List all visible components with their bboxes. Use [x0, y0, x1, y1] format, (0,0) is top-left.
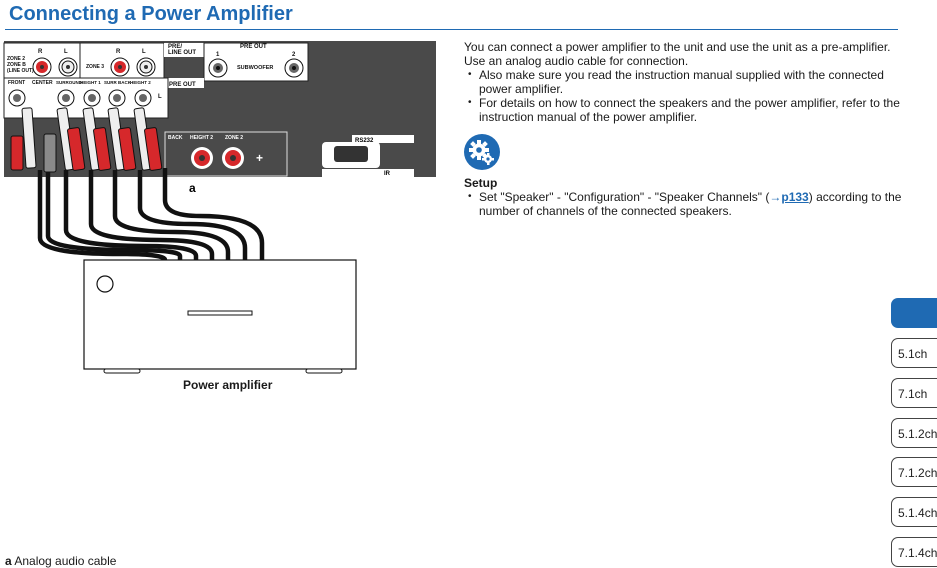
notes-list: Also make sure you read the instruction … — [464, 68, 904, 124]
arrow-icon: → — [769, 190, 782, 204]
label-zone2b: ZONE 2 — [225, 135, 243, 141]
side-tab-5-1ch[interactable]: 5.1ch — [891, 338, 937, 368]
intro-line-2: Use an analog audio cable for connection… — [464, 54, 689, 68]
label-ir: IR — [384, 171, 391, 177]
label-preout: PRE OUT — [169, 82, 196, 88]
label-subwoofer: SUBWOOFER — [237, 65, 273, 71]
cable-callout: a — [189, 181, 196, 195]
setup-section: Setup Set "Speaker" - "Configuration" - … — [464, 176, 904, 218]
page-link-p133[interactable]: p133 — [781, 190, 809, 204]
intro-section: You can connect a power amplifier to the… — [464, 40, 904, 124]
label-l1: L — [64, 49, 68, 55]
amp-power-knob — [96, 275, 114, 293]
label-zone3: ZONE 3 — [86, 64, 104, 70]
amp-caption: Power amplifier — [183, 378, 273, 392]
title-rule — [5, 29, 898, 30]
amp-foot-left — [103, 368, 141, 374]
analog-cables — [37, 168, 265, 262]
label-zoneb: ZONE B — [7, 62, 26, 68]
zone-jacks — [32, 57, 304, 78]
label-height2: HEIGHT 2 — [130, 80, 151, 85]
label-front: FRONT — [8, 80, 25, 86]
footnote: a Analog audio cable — [5, 554, 116, 568]
label-sub2: 2 — [292, 52, 296, 58]
setup-heading: Setup — [464, 176, 498, 190]
side-tab-7-1ch[interactable]: 7.1ch — [891, 378, 937, 408]
note-item: Also make sure you read the instruction … — [464, 68, 904, 96]
page-title: Connecting a Power Amplifier — [9, 3, 293, 25]
side-tab-5-1-2ch[interactable]: 5.1.2ch — [891, 418, 937, 448]
label-zone2: ZONE 2 — [7, 56, 25, 62]
label-surround: SURROUND — [56, 80, 83, 85]
footnote-letter: a — [5, 554, 12, 568]
ir-label-box — [322, 169, 414, 177]
setup-item: Set "Speaker" - "Configuration" - "Speak… — [464, 190, 904, 218]
label-lineout2: LINE OUT — [168, 50, 196, 56]
side-tab-5-1-4ch[interactable]: 5.1.4ch — [891, 497, 937, 527]
label-r2: R — [116, 49, 121, 55]
label-preout-top: PRE OUT — [240, 44, 267, 50]
label-center: CENTER — [32, 80, 53, 86]
lower-panel-box — [164, 131, 288, 177]
label-preline: PRE/ — [168, 44, 182, 50]
setup-text-before: Set "Speaker" - "Configuration" - "Speak… — [479, 190, 770, 204]
side-tab-7-1-2ch[interactable]: 7.1.2ch — [891, 457, 937, 487]
label-surrback: SURR BACK — [104, 80, 132, 85]
rs232-label-box — [352, 135, 414, 143]
amp-foot-right — [305, 368, 343, 374]
label-height2b: HEIGHT 2 — [190, 135, 213, 141]
power-amplifier — [83, 259, 357, 374]
intro-line-1: You can connect a power amplifier to the… — [464, 40, 891, 54]
preout-label-box — [164, 78, 204, 88]
preline-label-box — [164, 43, 204, 57]
label-l2: L — [142, 49, 146, 55]
rca-plugs — [10, 107, 163, 173]
gear-icon — [464, 134, 500, 170]
label-plus: + — [256, 151, 263, 165]
setup-text-after: ) according to the number of channels of… — [479, 190, 902, 218]
amp-display-slot — [187, 310, 253, 316]
label-l-mark: L — [158, 94, 162, 100]
label-height1: HEIGHT 1 — [80, 80, 101, 85]
preout-jacks — [8, 89, 152, 107]
label-r1: R — [38, 49, 43, 55]
side-tab-active[interactable] — [891, 298, 937, 328]
label-rs232: RS232 — [355, 138, 374, 144]
label-back: BACK — [168, 135, 183, 141]
note-item: For details on how to connect the speake… — [464, 96, 904, 124]
label-lineout: (LINE OUT) — [7, 68, 34, 74]
connection-diagram: ZONE 2 ZONE B (LINE OUT) R L ZONE 3 R L … — [3, 41, 436, 374]
setup-list: Set "Speaker" - "Configuration" - "Speak… — [464, 190, 904, 218]
label-sub1: 1 — [216, 52, 220, 58]
side-tab-7-1-4ch[interactable]: 7.1.4ch — [891, 537, 937, 567]
footnote-text: Analog audio cable — [14, 554, 117, 568]
